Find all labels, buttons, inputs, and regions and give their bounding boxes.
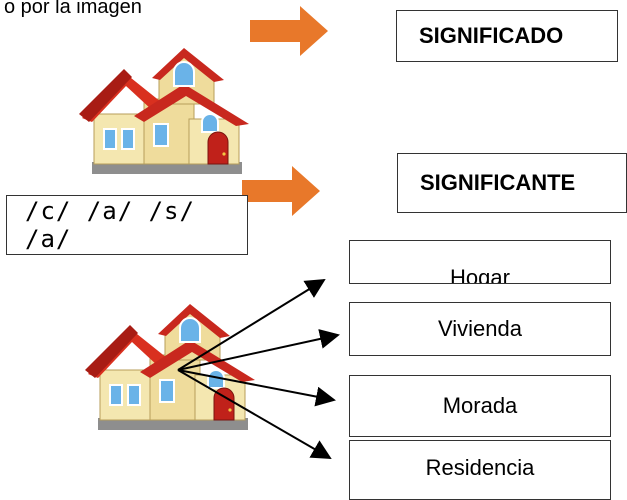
arrow-to-hogar [177, 278, 326, 371]
term-label: Morada [442, 393, 518, 418]
arrow-to-residencia [177, 369, 332, 460]
significante-label: SIGNIFICANTE [420, 170, 576, 195]
term-label: Residencia [425, 455, 535, 480]
significado-label: SIGNIFICADO [419, 23, 564, 48]
significado-box: SIGNIFICADO [396, 10, 618, 62]
term-box-morada: Morada [349, 375, 611, 437]
term-box-vivienda: Vivienda [349, 302, 611, 356]
arrow-to-morada [177, 369, 336, 407]
phoneme-box: /c/ /a/ /s/ /a/ [6, 195, 248, 255]
arrow-to-vivienda [177, 329, 340, 371]
term-label: Vivienda [438, 316, 522, 341]
phoneme-text: /c/ /a/ /s/ /a/ [25, 197, 195, 253]
term-box-residencia: Residencia [349, 440, 611, 500]
term-box-hogar: Hogar [349, 240, 611, 284]
term-label: Hogar [450, 265, 510, 284]
intro-text: o por la imagen [4, 0, 142, 18]
